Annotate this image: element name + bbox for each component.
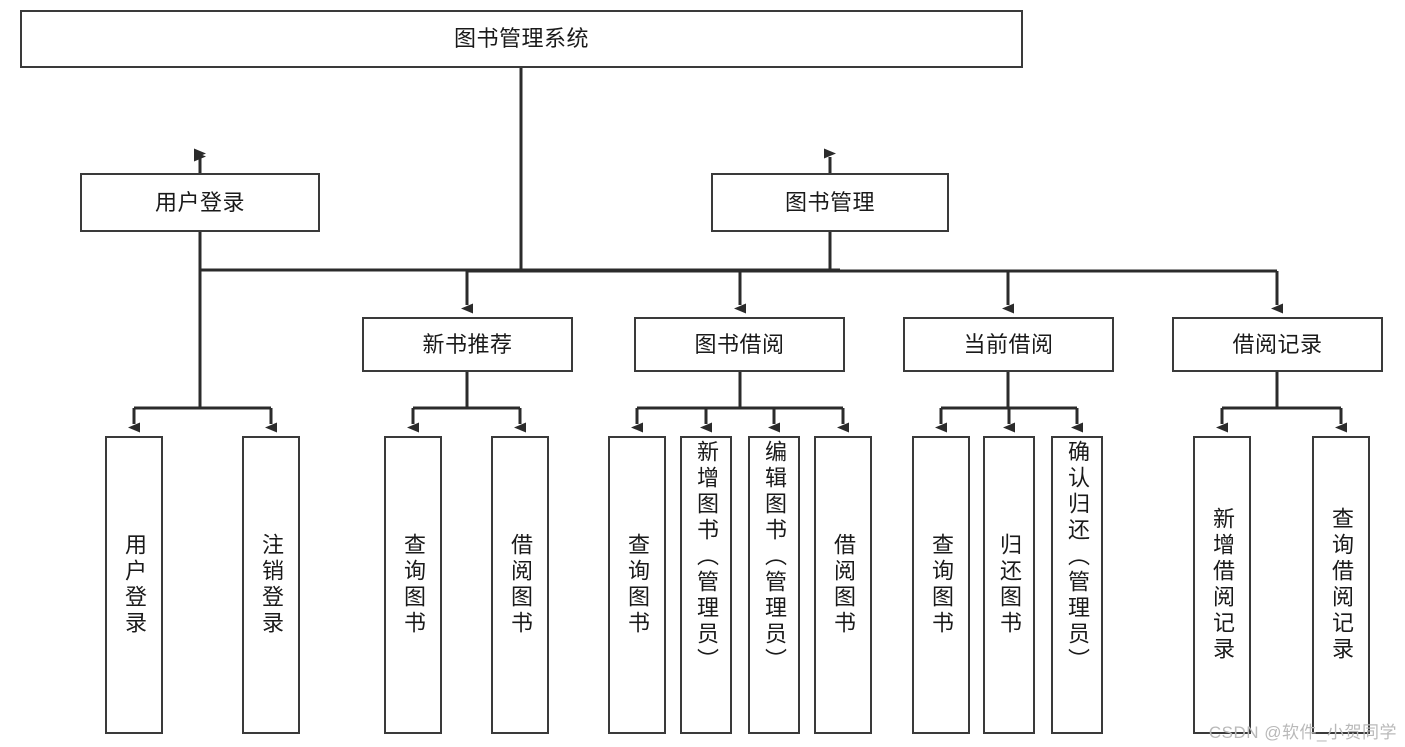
- leaf-borrow-record-query[interactable]: 查询借阅记录: [1312, 436, 1370, 734]
- node-new-book-recommend[interactable]: 新书推荐: [362, 317, 573, 372]
- node-label: 归还图书: [997, 533, 1022, 637]
- node-root-book-management-system[interactable]: 图书管理系统: [20, 10, 1023, 68]
- node-current-borrow[interactable]: 当前借阅: [903, 317, 1114, 372]
- node-label: 用户登录: [154, 189, 245, 215]
- node-label: 查询图书: [929, 533, 954, 637]
- node-label: 借阅记录: [1232, 331, 1323, 357]
- node-label: 查询借阅记录: [1329, 507, 1354, 663]
- leaf-book-borrow-edit[interactable]: 编辑图书（管理员）: [748, 436, 800, 734]
- leaf-new-book-query[interactable]: 查询图书: [384, 436, 442, 734]
- node-label: 查询图书: [625, 533, 650, 637]
- node-label: 注销登录: [259, 533, 284, 637]
- node-label: 图书管理系统: [453, 26, 589, 52]
- leaf-current-borrow-return[interactable]: 归还图书: [983, 436, 1035, 734]
- leaf-user-login-login[interactable]: 用户登录: [105, 436, 163, 734]
- node-label: 确认归还（管理员）: [1065, 440, 1090, 674]
- leaf-book-borrow-add[interactable]: 新增图书（管理员）: [680, 436, 732, 734]
- leaf-user-login-logout[interactable]: 注销登录: [242, 436, 300, 734]
- leaf-book-borrow-query[interactable]: 查询图书: [608, 436, 666, 734]
- leaf-new-book-borrow[interactable]: 借阅图书: [491, 436, 549, 734]
- node-label: 查询图书: [401, 533, 426, 637]
- node-borrow-record[interactable]: 借阅记录: [1172, 317, 1383, 372]
- leaf-current-borrow-confirm-return[interactable]: 确认归还（管理员）: [1051, 436, 1103, 734]
- node-label: 编辑图书（管理员）: [762, 440, 787, 674]
- node-label: 借阅图书: [831, 533, 856, 637]
- node-label: 新增借阅记录: [1210, 507, 1235, 663]
- node-book-borrow[interactable]: 图书借阅: [634, 317, 845, 372]
- node-label: 用户登录: [122, 533, 147, 637]
- leaf-current-borrow-query[interactable]: 查询图书: [912, 436, 970, 734]
- node-label: 新书推荐: [422, 331, 513, 357]
- csdn-watermark: CSDN @软件_小贺同学: [1208, 723, 1397, 742]
- leaf-book-borrow-borrow[interactable]: 借阅图书: [814, 436, 872, 734]
- node-label: 图书借阅: [694, 331, 785, 357]
- node-book-management[interactable]: 图书管理: [711, 173, 949, 232]
- node-label: 图书管理: [784, 189, 875, 215]
- node-label: 当前借阅: [963, 331, 1054, 357]
- node-label: 借阅图书: [508, 533, 533, 637]
- node-label: 新增图书（管理员）: [694, 440, 719, 674]
- leaf-borrow-record-add[interactable]: 新增借阅记录: [1193, 436, 1251, 734]
- node-user-login[interactable]: 用户登录: [80, 173, 320, 232]
